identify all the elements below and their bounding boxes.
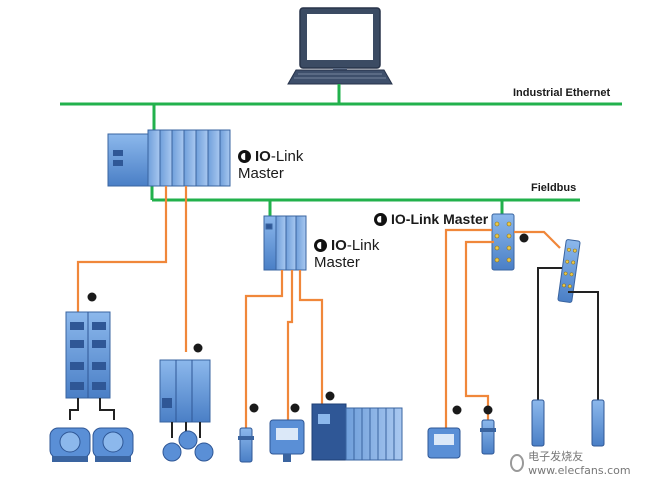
- motor-icon: [49, 427, 91, 462]
- cylindrical-sensor: [591, 399, 605, 447]
- pressure-sensor: [269, 419, 305, 462]
- drive-unit: [159, 359, 211, 423]
- io-link-cables: [76, 186, 561, 430]
- motor-icon: [92, 427, 134, 462]
- encoder-icons: [162, 430, 214, 462]
- plc-io-link-master: [107, 129, 231, 187]
- io-link-logo-icon: [314, 239, 327, 252]
- fieldbus-label: Fieldbus: [531, 182, 577, 194]
- proximity-sensor: [238, 427, 254, 463]
- sensor-cables: [537, 267, 599, 400]
- io-link-hub: [557, 239, 581, 303]
- watermark-logo-icon: [510, 453, 525, 472]
- io-link-master-label-field: IO-Link Master: [374, 211, 488, 227]
- industrial-ethernet-label: Industrial Ethernet: [513, 87, 611, 99]
- motor-starter: [65, 311, 111, 399]
- cylindrical-sensor: [531, 399, 545, 447]
- io-link-logo-icon: [374, 212, 387, 226]
- io-link-logo-icon: [238, 150, 251, 163]
- computer-icon: [287, 7, 393, 85]
- io-link-master-label-remote-io: IO-Link Master: [314, 237, 380, 271]
- field-io-link-master-block: [491, 213, 515, 271]
- motor-cables: [69, 398, 115, 420]
- industrial-ethernet-line: [60, 84, 622, 134]
- remote-io-link-master: [263, 215, 307, 271]
- valve-terminal: [311, 403, 403, 461]
- fieldbus-line: [150, 186, 580, 218]
- io-link-port-icons: [87, 233, 529, 415]
- io-link-master-label-plc: IO-Link Master: [238, 148, 304, 182]
- proximity-sensor: [480, 419, 496, 455]
- pressure-sensor: [427, 427, 461, 459]
- watermark: 电子发烧友 www.elecfans.com: [510, 448, 645, 477]
